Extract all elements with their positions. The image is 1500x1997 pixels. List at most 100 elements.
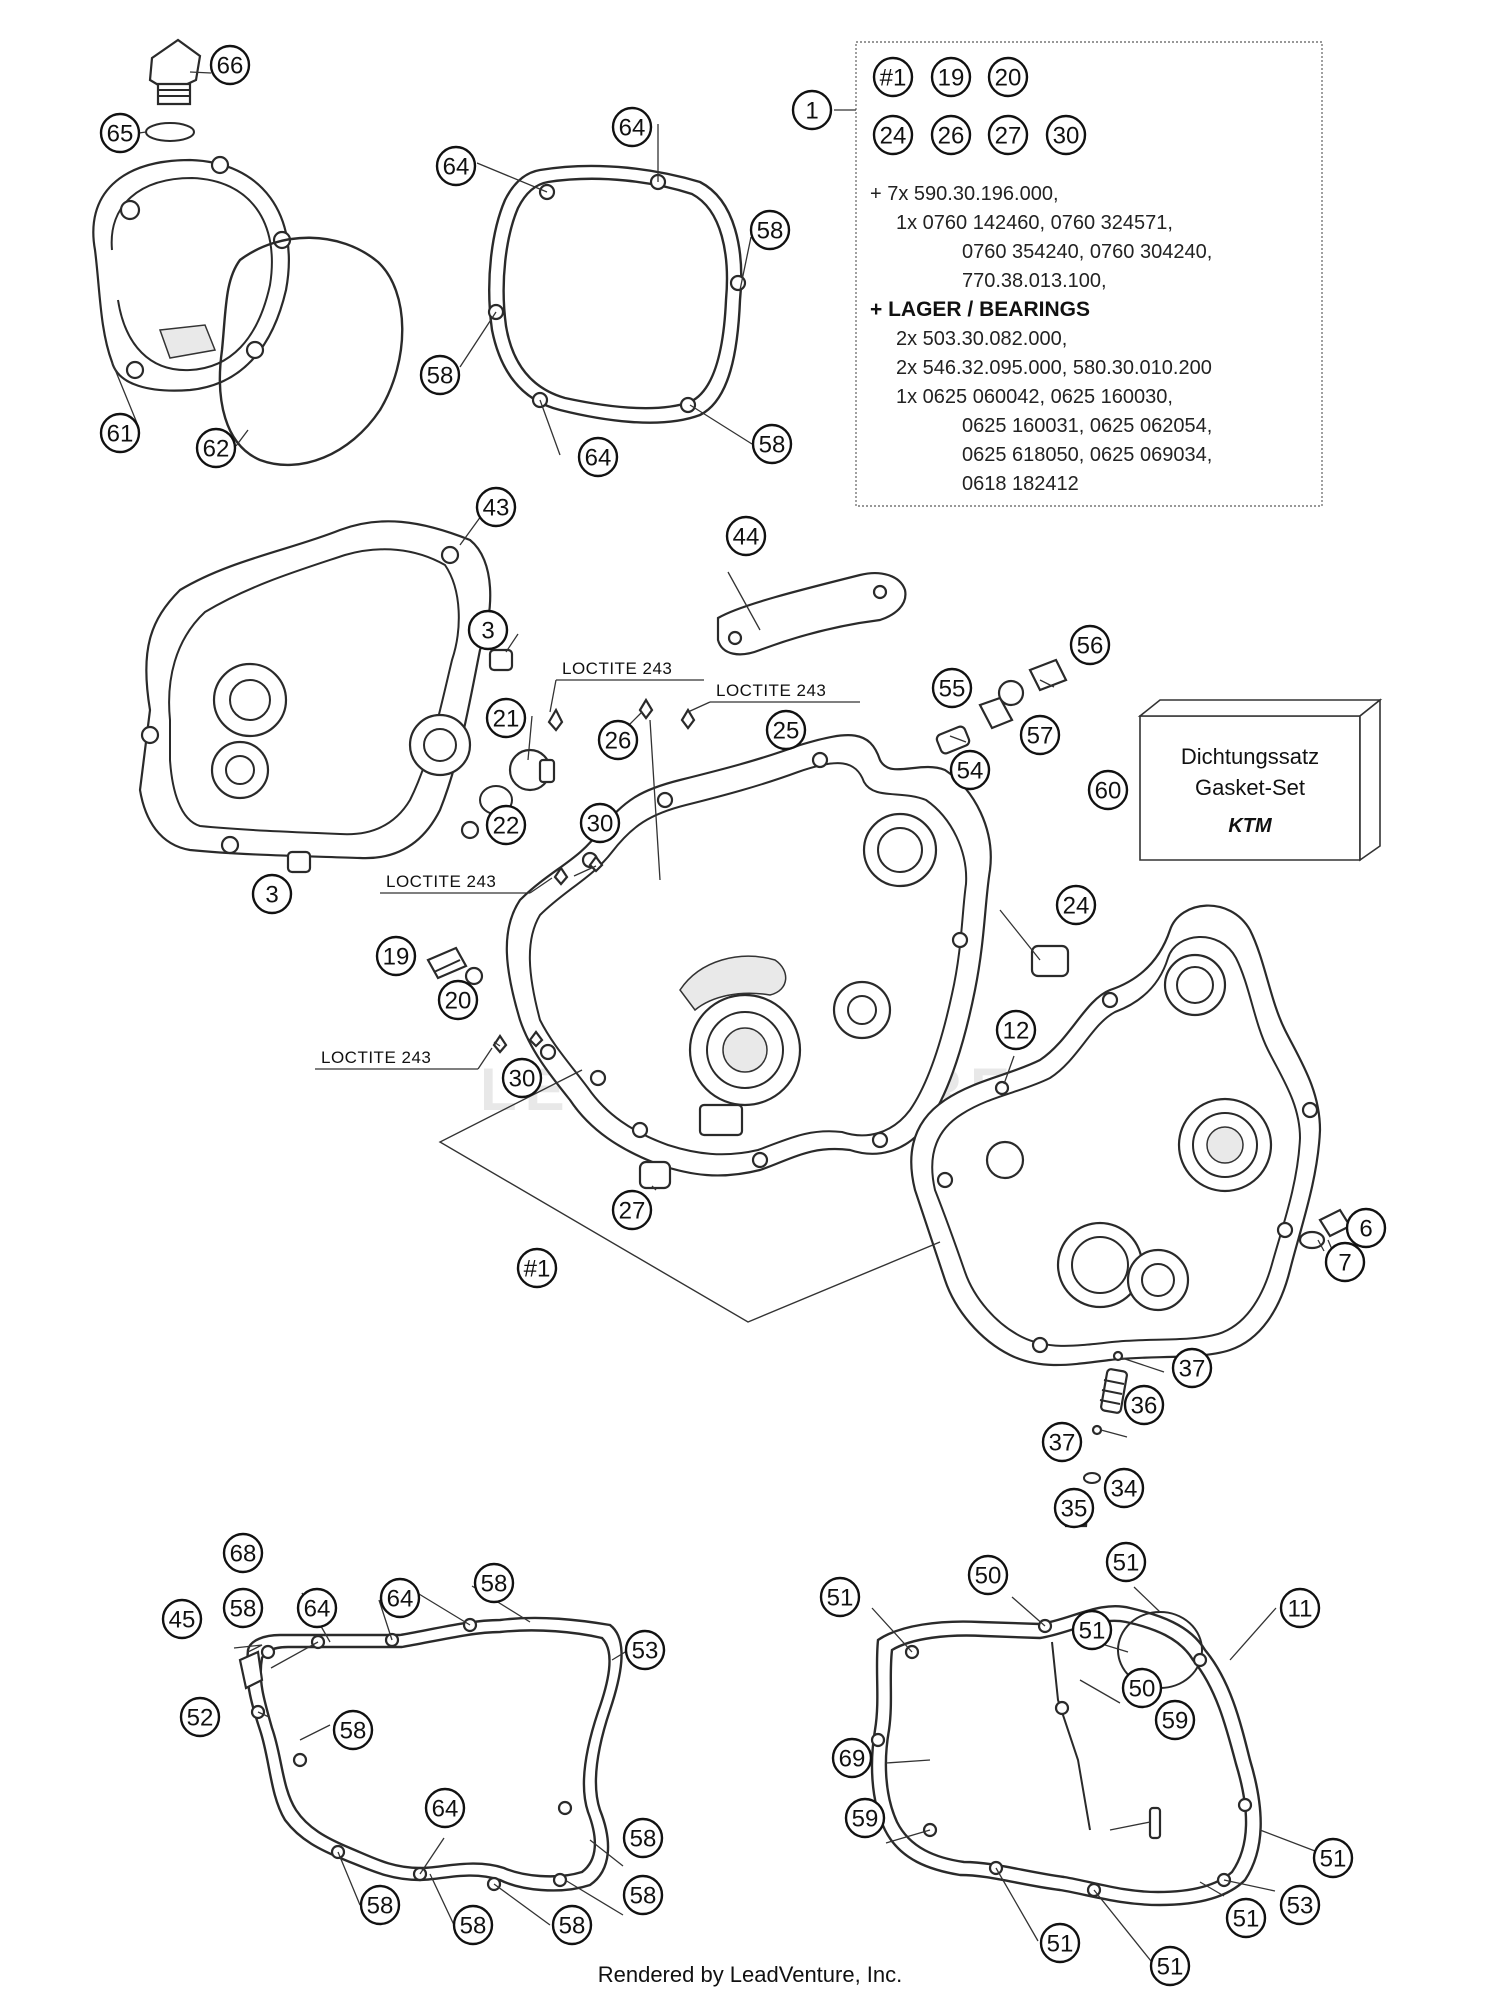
- kit-part-number-line: + 7x 590.30.196.000,: [870, 183, 1059, 205]
- callout-circle: [1041, 1421, 1083, 1463]
- callout-number: 58: [757, 218, 784, 245]
- callout-number: 26: [938, 123, 965, 150]
- kit-part-number-line: 1x 0760 142460, 0760 324571,: [896, 212, 1173, 234]
- callout-number: 64: [432, 1796, 459, 1823]
- callout-number: #1: [880, 65, 907, 92]
- callout-30: 30: [501, 1057, 543, 1099]
- callout-circle: [831, 1737, 873, 1779]
- callout-64: 64: [424, 1787, 466, 1829]
- callout-number: 45: [169, 1607, 196, 1634]
- callout-circle: [1171, 1347, 1213, 1389]
- callout-number: 26: [605, 728, 632, 755]
- callout-51: 51: [1039, 1922, 1081, 1964]
- callout-number: 59: [1162, 1708, 1189, 1735]
- callout-number: 30: [1053, 123, 1080, 150]
- dowel-sleeve-upper: [488, 648, 514, 672]
- callout-circle: [179, 1696, 221, 1738]
- callout-30: 30: [1045, 114, 1087, 156]
- callout-circle: [1324, 1241, 1366, 1283]
- callout-number: 64: [585, 445, 612, 472]
- callout-34: 34: [1103, 1467, 1145, 1509]
- callout-number: 20: [445, 988, 472, 1015]
- callout-number: 43: [483, 495, 510, 522]
- callout-circle: [1279, 1884, 1321, 1926]
- callout-number: 53: [632, 1638, 659, 1665]
- callout-circle: [1019, 714, 1061, 756]
- callout-circle: [1103, 1467, 1145, 1509]
- callout-51: 51: [1071, 1609, 1113, 1651]
- callout-58: 58: [749, 209, 791, 251]
- loctite-screws: [492, 697, 696, 1054]
- leader-lines: [111, 71, 1346, 1962]
- kit-part-number-line: 0625 618050, 0625 069034,: [962, 444, 1212, 466]
- callout-number: 50: [1129, 1676, 1156, 1703]
- callout-circle: [819, 1576, 861, 1618]
- callout-1: 1: [791, 89, 833, 131]
- callout-circle: [1039, 1922, 1081, 1964]
- assembly-bracket-lines: [438, 1069, 941, 1323]
- callout-number: 51: [1320, 1846, 1347, 1873]
- callout-number: 58: [427, 363, 454, 390]
- callout-circle: [424, 1787, 466, 1829]
- loctite-label-4: LOCTITE 243: [321, 1048, 431, 1067]
- callout-circle: [987, 114, 1029, 156]
- callout-number: 11: [1288, 1596, 1313, 1623]
- callout-26: 26: [597, 719, 639, 761]
- callout-number: 59: [852, 1806, 879, 1833]
- kit-part-number-line: 0618 182412: [962, 473, 1079, 495]
- oil-filler-plug: [148, 38, 202, 106]
- callout-24: 24: [1055, 884, 1097, 926]
- callout-circle: [967, 1554, 1009, 1596]
- oil-drain-screw-19: [426, 946, 468, 980]
- callout-number: 51: [1113, 1550, 1140, 1577]
- left-crankcase-half: [505, 734, 992, 1177]
- callout-circle: [501, 1057, 543, 1099]
- callout-circle: [475, 486, 517, 528]
- callout-circle: [1055, 884, 1097, 926]
- callout-circle: [791, 89, 833, 131]
- callout-number: 51: [1157, 1954, 1184, 1981]
- callout-number: 7: [1338, 1250, 1351, 1277]
- callout-circle: [452, 1904, 494, 1946]
- callout-circle: [473, 1562, 515, 1604]
- callout-circle: [1279, 1587, 1321, 1629]
- callout-number: 30: [587, 811, 614, 838]
- callout-19: 19: [930, 56, 972, 98]
- callout-12: 12: [995, 1009, 1037, 1051]
- clutch-cover-gasket: [218, 236, 404, 467]
- callout-number: 53: [1287, 1893, 1314, 1920]
- callout-number: 44: [733, 524, 760, 551]
- callout-51: 51: [1312, 1837, 1354, 1879]
- callout-circle: [1312, 1837, 1354, 1879]
- callout-24: 24: [872, 114, 914, 156]
- callout-circle: [872, 56, 914, 98]
- dowel-sleeve-lower: [286, 850, 312, 874]
- callout-21: 21: [485, 697, 527, 739]
- callout-number: 36: [1131, 1393, 1158, 1420]
- callout-number: 64: [619, 115, 646, 142]
- callout-circle: [99, 112, 141, 154]
- callout-36: 36: [1123, 1384, 1165, 1426]
- callout-58: 58: [359, 1884, 401, 1926]
- callout-number: 34: [1111, 1476, 1138, 1503]
- kit-part-number-line: 0625 160031, 0625 062054,: [962, 415, 1212, 437]
- callout-circle: [577, 436, 619, 478]
- ignition-cover-gasket: [488, 164, 743, 424]
- callout-circle: [1071, 1609, 1113, 1651]
- gasket-set-line1: Dichtungssatz: [1181, 744, 1319, 769]
- callout-number: 24: [1063, 893, 1090, 920]
- callout-55: 55: [931, 667, 973, 709]
- plug-12: [994, 1080, 1010, 1096]
- callout-60: 60: [1087, 769, 1129, 811]
- callout-51: 51: [819, 1576, 861, 1618]
- callout-11: 11: [1279, 1587, 1321, 1629]
- callout-22: 22: [485, 804, 527, 846]
- callout-circle: [872, 114, 914, 156]
- callout-number: 19: [938, 65, 965, 92]
- callout-circle: [1345, 1207, 1387, 1249]
- callout-circle: [99, 412, 141, 454]
- callout-circle: [222, 1587, 264, 1629]
- callout-65: 65: [99, 112, 141, 154]
- callout-50: 50: [1121, 1667, 1163, 1709]
